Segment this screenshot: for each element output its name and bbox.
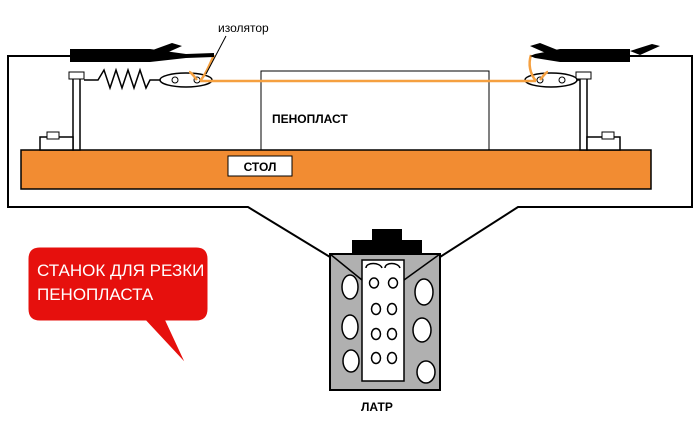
- foam-block: [260, 70, 490, 151]
- insulator-label: изолятор: [218, 21, 269, 35]
- table: [20, 149, 652, 190]
- callout-line-1: СТАНОК ДЛЯ РЕЗКИ: [37, 261, 204, 280]
- right-post: [575, 71, 621, 151]
- left-post: [39, 71, 85, 151]
- left-clip: [8, 43, 214, 62]
- table-label-box: [227, 155, 293, 177]
- insulator-pointer: [205, 35, 227, 75]
- foam-label: ПЕНОПЛАСТ: [272, 112, 348, 126]
- callout-line-2: ПЕНОПЛАСТА: [37, 285, 154, 304]
- cutting-wire: [188, 54, 549, 83]
- latr-label: ЛАТР: [361, 400, 393, 414]
- tension-spring: [84, 67, 164, 91]
- title-callout: [27, 246, 209, 365]
- latr-transformer: [329, 229, 441, 391]
- table-label: СТОЛ: [244, 160, 277, 174]
- right-clip: [530, 43, 692, 62]
